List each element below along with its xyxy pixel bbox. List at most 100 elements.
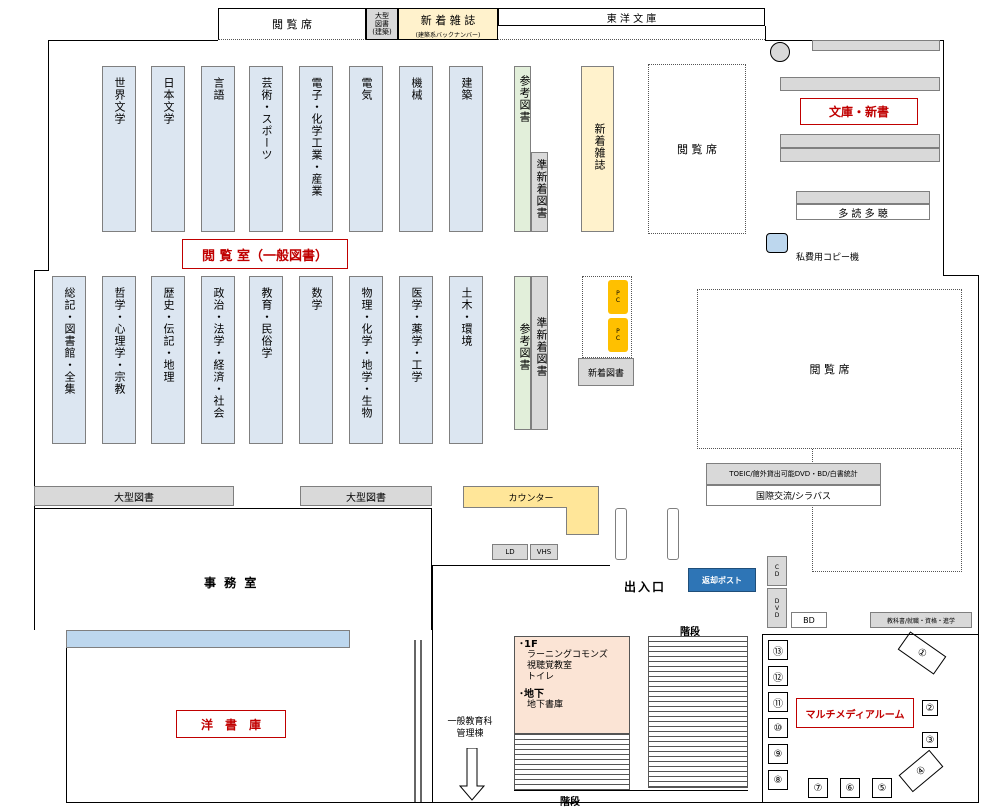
booth-left[interactable]: ⑧ xyxy=(768,770,788,790)
large-books-left-label: 大型図書 xyxy=(114,492,154,504)
booth-bottom[interactable]: ⑦ xyxy=(808,778,828,798)
top-large-books: 大型 図書 (建築) xyxy=(366,8,398,40)
bunko-shelf xyxy=(780,148,940,162)
booth-left[interactable]: ⑩ xyxy=(768,718,788,738)
shelf-lower-label: 総記・図書館・全集 xyxy=(63,287,76,395)
shelf-lower-label: 哲学・心理学・宗教 xyxy=(113,287,126,395)
floor-1f: ･1F xyxy=(519,639,538,650)
booth-bottom[interactable]: ⑥ xyxy=(840,778,860,798)
intl-shelf: 国際交流/シラバス xyxy=(706,485,881,506)
booth-left-label: ⑩ xyxy=(773,722,783,734)
booth-left[interactable]: ⑬ xyxy=(768,640,788,660)
booth-left-label: ⑪ xyxy=(773,698,783,710)
booth-2[interactable]: ② xyxy=(922,700,938,716)
booth-bottom[interactable]: ⑤ xyxy=(872,778,892,798)
stairs-top-label: 階段 xyxy=(680,627,700,638)
ld-shelf: LD xyxy=(492,544,528,560)
pc-2[interactable]: P C xyxy=(608,318,628,352)
shelf-upper: 機械 xyxy=(399,66,433,232)
shelf-upper-label: 機械 xyxy=(410,77,423,101)
shelf-lower: 政治・法学・経済・社会 xyxy=(201,276,235,444)
semi-new-upper: 準新着図書 xyxy=(531,152,548,232)
booth-left[interactable]: ⑨ xyxy=(768,744,788,764)
stairs-bottom-label: 階段 xyxy=(560,797,580,808)
top-reading-seats-label: 閲 覧 席 xyxy=(272,18,312,31)
booth-3-label: ③ xyxy=(925,734,935,746)
floor-1f-item: トイレ xyxy=(527,672,555,682)
top-new-magazines: 新 着 雑 誌 (建築系バックナンバー) xyxy=(398,8,498,40)
gate xyxy=(667,508,679,560)
reading-seats-right-ext xyxy=(812,449,962,572)
booth-bottom-label: ⑤ xyxy=(877,782,887,794)
reading-seats-center-label: 閲 覧 席 xyxy=(677,143,717,156)
reading-room-label: 閲 覧 室（一般図書） xyxy=(182,239,348,269)
booth-3[interactable]: ③ xyxy=(922,732,938,748)
floor-b1-item: 地下書庫 xyxy=(527,700,564,710)
multimedia-room-text: マルチメディアルーム xyxy=(805,709,905,721)
pc-1[interactable]: P C xyxy=(608,280,628,314)
reading-room-text: 閲 覧 室（一般図書） xyxy=(201,248,329,264)
wall xyxy=(943,45,944,275)
cd-shelf: C D xyxy=(767,556,787,586)
shelf-lower: 数学 xyxy=(299,276,333,444)
booth-2-label: ② xyxy=(925,702,935,714)
booth-left-label: ⑬ xyxy=(773,646,783,658)
booth-bottom-label: ⑥ xyxy=(845,782,855,794)
return-post[interactable]: 返却ポスト xyxy=(688,568,756,592)
large-books-right-label: 大型図書 xyxy=(346,492,386,504)
shelf-upper-label: 芸術・スポーツ xyxy=(260,77,273,161)
shelf-upper-label: 建築 xyxy=(460,77,473,101)
booth-left-label: ⑧ xyxy=(773,774,783,786)
wall xyxy=(432,565,433,803)
dvd-shelf: D V D xyxy=(767,588,787,628)
shelf-lower-label: 物理・化学・地学・生物 xyxy=(360,287,373,419)
stairs-top xyxy=(648,636,748,788)
bd-shelf: BD xyxy=(791,612,827,628)
shelf-lower-label: 歴史・伝記・地理 xyxy=(162,287,175,383)
shelf-lower: 哲学・心理学・宗教 xyxy=(102,276,136,444)
semi-new-lower: 準新着図書 xyxy=(531,276,548,430)
top-large-books-label: 大型 図書 (建築) xyxy=(372,12,392,36)
wall xyxy=(48,40,49,270)
tadoku-text: 多 読 多 聴 xyxy=(838,208,888,220)
tadoku-label: 多 読 多 聴 xyxy=(796,204,930,220)
booth-left-label: ⑫ xyxy=(773,672,783,684)
booth-left[interactable]: ⑪ xyxy=(768,692,788,712)
semi-new-lower-label: 準新着図書 xyxy=(535,317,548,377)
shelf-strip xyxy=(812,40,940,51)
bd-label: BD xyxy=(803,615,815,625)
booth-1[interactable]: ① xyxy=(897,631,947,675)
wall xyxy=(514,790,748,791)
entrance-label: 出入口 xyxy=(624,580,667,594)
toyo-bunko-edge xyxy=(498,26,765,40)
top-new-magazines-label: 新 着 雑 誌 xyxy=(420,14,476,27)
counter-side xyxy=(566,507,599,535)
large-books-left: 大型図書 xyxy=(34,486,234,506)
shelf-upper-label: 世界文学 xyxy=(113,77,126,125)
bunko-shelf xyxy=(780,134,940,148)
general-building-label: 一般教育科 管理棟 xyxy=(447,717,493,739)
booth-4[interactable]: ④ xyxy=(898,749,944,793)
shelf-lower: 物理・化学・地学・生物 xyxy=(349,276,383,444)
reading-seats-right-label: 閲 覧 席 xyxy=(809,363,850,376)
pc-2-label: P C xyxy=(615,328,621,342)
reference-upper: 参考図書 xyxy=(514,66,531,232)
shelf-lower-label: 医学・薬学・工学 xyxy=(410,287,423,383)
toeic-label: TOEIC/館外貸出可能DVD・BD/白書統計 xyxy=(729,470,858,478)
bunko-text: 文庫・新書 xyxy=(828,105,889,119)
booth-left[interactable]: ⑫ xyxy=(768,666,788,686)
office-counter xyxy=(66,630,350,648)
copy-machine-icon xyxy=(766,233,788,253)
dvd-label: D V D xyxy=(774,597,780,619)
shelf-lower-label: 数学 xyxy=(310,287,323,311)
gate xyxy=(615,508,627,560)
floor-1f-item: 視聴覚教室 xyxy=(527,661,573,671)
wall xyxy=(943,40,944,45)
semi-new-upper-label: 準新着図書 xyxy=(535,159,548,219)
pc-area xyxy=(582,276,632,358)
floor-b1: ･地下 xyxy=(519,689,544,700)
large-books-right: 大型図書 xyxy=(300,486,432,506)
booth-left-label: ⑨ xyxy=(773,748,783,760)
shelf-lower-label: 教育・民俗学 xyxy=(260,287,273,359)
toeic-shelf: TOEIC/館外貸出可能DVD・BD/白書統計 xyxy=(706,463,881,485)
